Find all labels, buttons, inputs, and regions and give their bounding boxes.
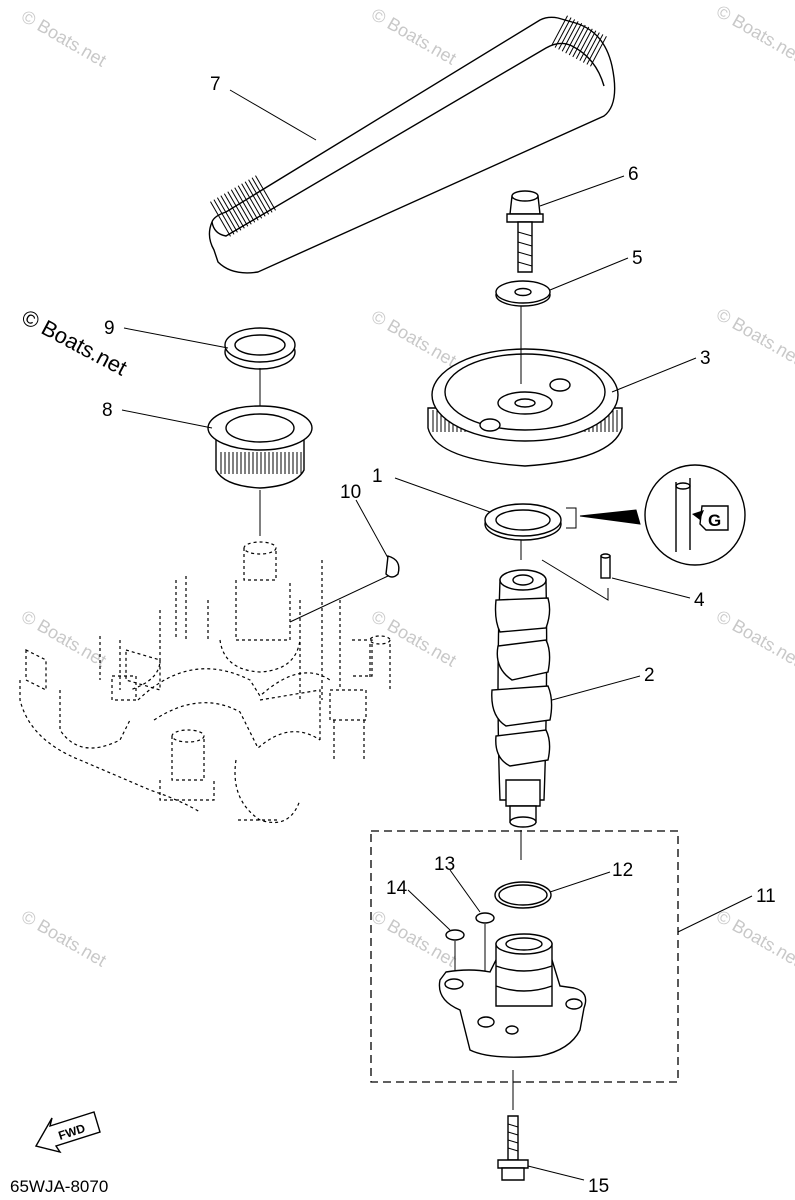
callout-6: 6 bbox=[628, 164, 639, 185]
o-ring-small-a bbox=[475, 912, 495, 924]
callout-15: 15 bbox=[588, 1176, 609, 1197]
callout-7: 7 bbox=[210, 74, 221, 95]
watermark-text: © Boats.net bbox=[713, 606, 795, 670]
watermark-text: © Boats.net bbox=[368, 4, 460, 68]
watermark-text: © Boats.net bbox=[18, 6, 110, 70]
oil-pump-body bbox=[438, 933, 587, 1058]
watermark-text: © Boats.net bbox=[368, 606, 460, 670]
fwd-arrow-icon: FWD bbox=[34, 1111, 101, 1154]
callout-labels: 1 2 3 4 5 6 7 8 9 10 11 12 13 14 15 bbox=[102, 74, 776, 1197]
watermark-text: © Boats.net bbox=[713, 304, 795, 368]
flange-bolt-top bbox=[506, 190, 544, 273]
camshaft bbox=[491, 569, 553, 828]
callout-11: 11 bbox=[756, 886, 776, 907]
callout-5: 5 bbox=[632, 248, 643, 269]
sealant-detail: G bbox=[644, 464, 746, 566]
leader-lines bbox=[121, 89, 753, 1181]
flange-bolt-bottom bbox=[497, 1115, 529, 1181]
callout-14: 14 bbox=[386, 878, 408, 899]
callout-3: 3 bbox=[700, 348, 711, 369]
watermark-text: © Boats.net bbox=[18, 606, 110, 670]
watermark-dark: © Boats.net bbox=[18, 304, 132, 380]
callout-10: 10 bbox=[340, 482, 361, 503]
diagram-code: 65WJA-8070 bbox=[10, 1177, 108, 1196]
watermark-text: © Boats.net bbox=[368, 906, 460, 970]
woodruff-key bbox=[385, 555, 400, 578]
callout-13: 13 bbox=[434, 854, 455, 875]
svg-text:G: G bbox=[708, 511, 721, 530]
callout-1: 1 bbox=[372, 466, 383, 487]
bushing bbox=[207, 405, 313, 489]
watermark-text: © Boats.net bbox=[713, 1, 795, 65]
camshaft-pulley bbox=[427, 348, 623, 467]
oil-seal bbox=[484, 503, 562, 541]
callout-9: 9 bbox=[104, 318, 115, 339]
callout-8: 8 bbox=[102, 400, 113, 421]
callout-4: 4 bbox=[694, 590, 705, 611]
oil-seal-left bbox=[224, 327, 296, 370]
o-ring-small-b bbox=[445, 929, 465, 941]
washer bbox=[495, 280, 551, 307]
engine-block bbox=[19, 541, 391, 824]
watermark-text: © Boats.net bbox=[18, 906, 110, 970]
callout-12: 12 bbox=[612, 860, 633, 881]
oil-pump-assy-box bbox=[370, 830, 679, 1083]
o-ring bbox=[494, 881, 552, 909]
watermark-text: © Boats.net bbox=[713, 906, 795, 970]
dowel-pin bbox=[600, 553, 611, 579]
watermark-text: © Boats.net bbox=[368, 306, 460, 370]
timing-belt bbox=[207, 15, 616, 274]
callout-2: 2 bbox=[644, 665, 655, 686]
